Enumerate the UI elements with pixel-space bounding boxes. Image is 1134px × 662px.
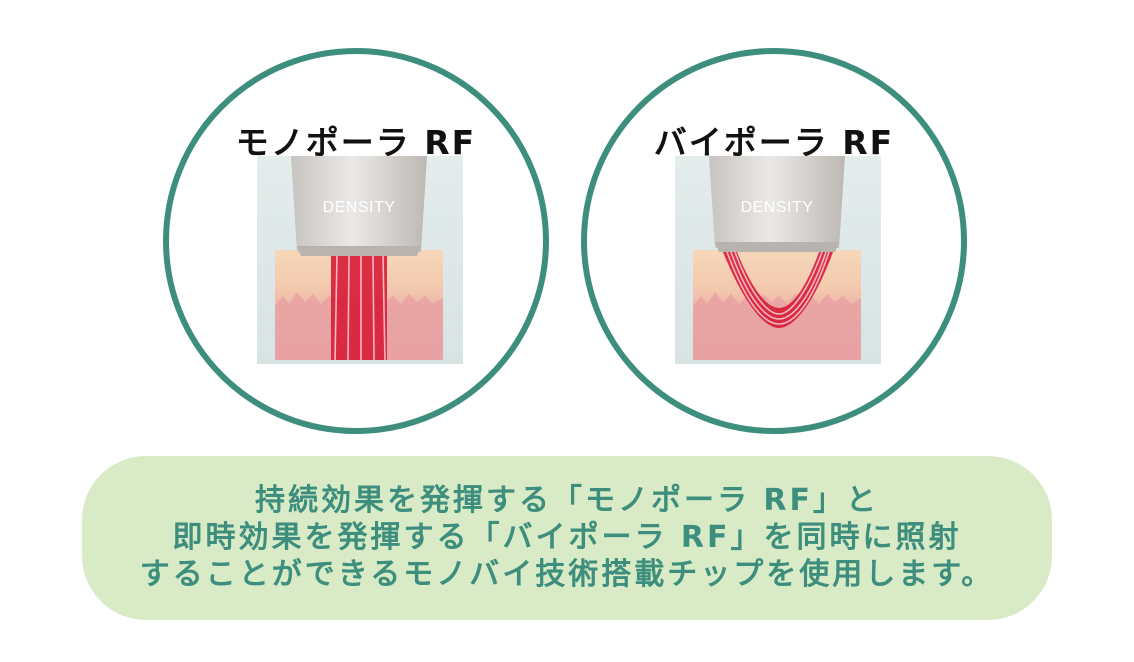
monopolar-circle: モノポーラ RF (163, 48, 549, 434)
probe-tip (297, 246, 421, 256)
bipolar-title: バイポーラ RF (653, 123, 895, 162)
rf-line-5 (382, 255, 386, 361)
rf-line-2 (347, 255, 350, 361)
monopolar-title: モノポーラ RF (235, 123, 477, 162)
probe-label: DENSITY (323, 199, 396, 216)
rf-arc-2 (730, 251, 827, 320)
caption-text: 持続効果を発揮する「モノポーラ RF」と 即時効果を発揮する「バイポーラ RF」… (82, 482, 1052, 593)
probe-head (291, 156, 427, 252)
caption-line-2: 即時効果を発揮する「バイポーラ RF」を同時に照射 (172, 520, 962, 555)
monopolar-diagram: DENSITY (257, 156, 463, 364)
probe-tip (715, 242, 839, 252)
caption-box: 持続効果を発揮する「モノポーラ RF」と 即時効果を発揮する「バイポーラ RF」… (82, 456, 1052, 620)
rf-arc-1 (726, 251, 830, 325)
probe-label: DENSITY (741, 199, 814, 216)
rf-beam-band (331, 256, 387, 360)
rf-line-4 (372, 255, 375, 361)
bipolar-circle: バイポーラ RF (581, 48, 967, 434)
bipolar-diagram: DENSITY (675, 156, 881, 364)
caption-line-1: 持続効果を発揮する「モノポーラ RF」と (254, 483, 880, 518)
rf-arc-3 (734, 251, 823, 315)
rf-line-1 (334, 255, 338, 361)
bipolar-illustration: DENSITY (675, 156, 881, 364)
caption-line-3: することができるモノバイ技術搭載チップを使用します。 (139, 557, 995, 592)
probe-head (709, 156, 845, 248)
monopolar-illustration: DENSITY (257, 156, 463, 364)
